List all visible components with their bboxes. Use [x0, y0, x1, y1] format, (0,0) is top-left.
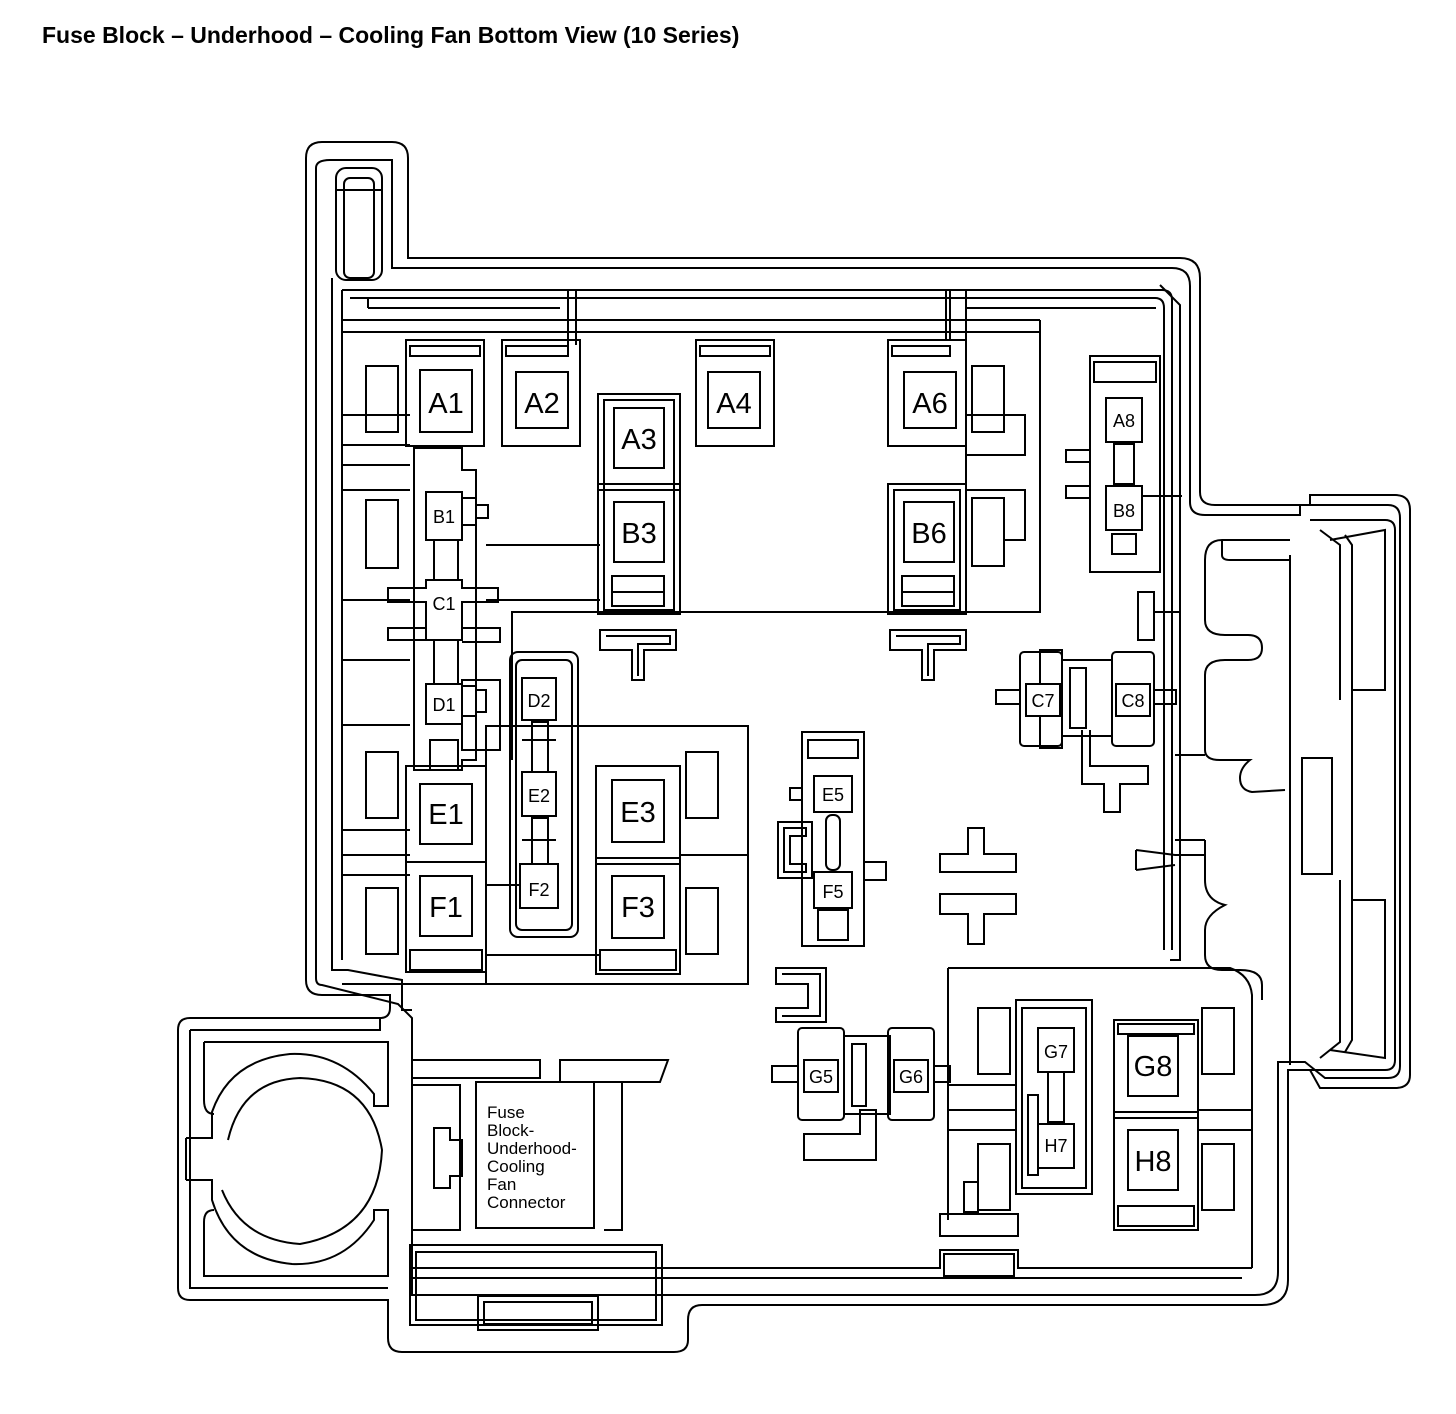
- housing-outline: [177, 141, 1411, 1353]
- label-h8: H8: [1134, 1146, 1171, 1178]
- relay-e3-f3: E3 F3: [342, 725, 749, 985]
- right-small-blocks: [966, 365, 1026, 567]
- label-a1: A1: [428, 388, 463, 420]
- connector-label-line-5: Fan: [487, 1175, 516, 1194]
- fuse-e1: E1: [405, 765, 487, 863]
- connector-label-line-1: Fuse: [487, 1103, 525, 1122]
- connector-label-line-3: Underhood-: [487, 1139, 577, 1158]
- connector-label-line-6: Connector: [487, 1193, 566, 1212]
- label-f3: F3: [621, 892, 655, 924]
- fuse-a2: A2: [501, 339, 581, 447]
- clip-t-left: [599, 629, 677, 681]
- label-d1: D1: [432, 695, 455, 715]
- label-f1: F1: [429, 892, 463, 924]
- label-a4: A4: [716, 388, 751, 420]
- label-f5: F5: [822, 882, 843, 902]
- label-g6: G6: [899, 1067, 923, 1087]
- connector-area: Fuse Block- Underhood- Cooling Fan Conne…: [412, 1059, 670, 1231]
- label-b6: B6: [911, 518, 946, 550]
- center-cross: [939, 827, 1017, 945]
- mini-fuse-column-left: B1 C1 D1: [387, 447, 501, 771]
- label-e5: E5: [822, 785, 844, 805]
- label-a2: A2: [524, 388, 559, 420]
- label-g7: G7: [1044, 1042, 1068, 1062]
- label-f2: F2: [528, 880, 549, 900]
- right-side-latch: [1135, 519, 1396, 1071]
- label-b8: B8: [1113, 501, 1135, 521]
- label-g5: G5: [809, 1067, 833, 1087]
- relay-a3-b3: A3 B3: [597, 393, 681, 615]
- mini-fuse-column-middle: D2 E2 F2: [486, 651, 579, 938]
- u-clip: [775, 967, 827, 1023]
- label-c1: C1: [432, 594, 455, 614]
- lower-right-region: G7 H7: [939, 967, 1253, 1268]
- connector-label-line-2: Block-: [487, 1121, 534, 1140]
- label-b3: B3: [621, 518, 656, 550]
- fuse-a1: A1: [405, 339, 485, 447]
- mini-fuse-e5-f5: E5 F5: [777, 731, 887, 947]
- diagram-title: Fuse Block – Underhood – Cooling Fan Bot…: [42, 22, 740, 48]
- fuse-a4: A4: [695, 339, 775, 447]
- bottom-rail: [409, 1244, 1252, 1331]
- mini-fuse-g5-g6: G5 G6: [771, 1027, 951, 1161]
- relay-b6: B6: [887, 483, 967, 615]
- mini-fuse-a8-b8: A8 B8: [1065, 355, 1182, 573]
- cable-clamp: [185, 1018, 389, 1289]
- label-a8: A8: [1113, 411, 1135, 431]
- label-c7: C7: [1031, 691, 1054, 711]
- label-h7: H7: [1044, 1136, 1067, 1156]
- top-left-tab: [335, 167, 383, 281]
- label-g8: G8: [1134, 1051, 1173, 1083]
- label-d2: D2: [527, 691, 550, 711]
- label-e1: E1: [428, 799, 463, 831]
- label-c8: C8: [1121, 691, 1144, 711]
- label-e3: E3: [620, 797, 655, 829]
- left-separators: [342, 365, 600, 955]
- mini-fuse-c7-c8: C7 C8: [995, 591, 1180, 813]
- connector-label: Fuse Block- Underhood- Cooling Fan Conne…: [487, 1103, 582, 1212]
- relay-g8-h8: G8 H8: [1113, 1007, 1252, 1231]
- fuse-a6: A6: [887, 339, 967, 447]
- fuse-f1: F1: [405, 861, 487, 973]
- label-b1: B1: [433, 507, 455, 527]
- label-e2: E2: [528, 786, 550, 806]
- connector-label-line-4: Cooling: [487, 1157, 545, 1176]
- clip-t-right: [889, 629, 967, 681]
- label-a3: A3: [621, 424, 656, 456]
- label-a6: A6: [912, 388, 947, 420]
